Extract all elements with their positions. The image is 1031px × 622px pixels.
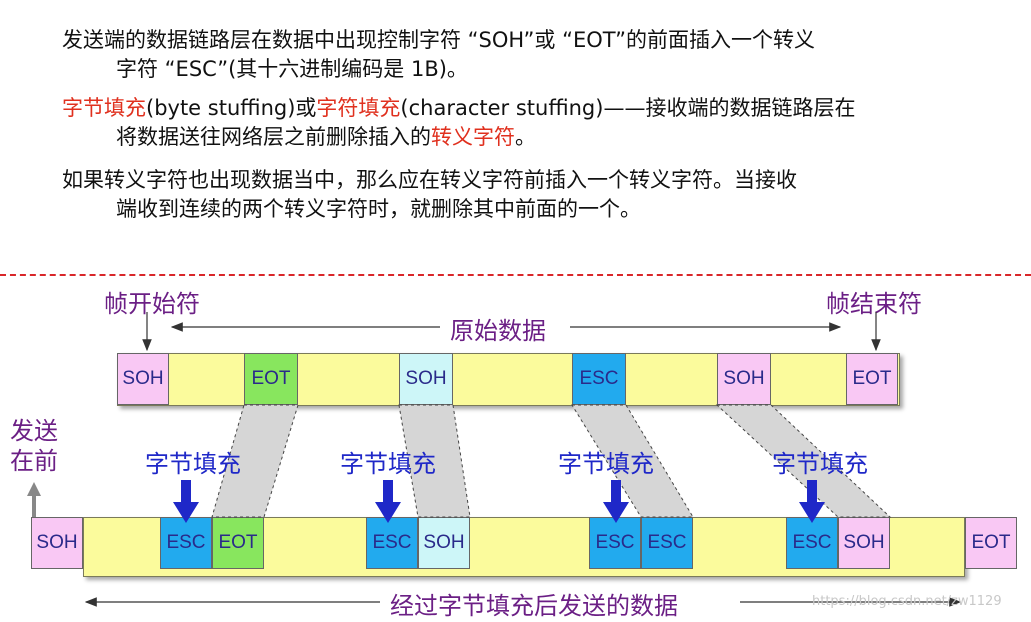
top-cell-eot-end: EOT [846,353,898,405]
arrow-down-icon [375,480,401,523]
up-arrow-icon [27,482,41,496]
connector-soh [398,404,471,518]
arrow-down-icon [173,480,199,523]
bottom-cell-eot-data: EOT [212,517,264,569]
connector-eot [211,404,299,518]
bottom-cell-esc-3: ESC [589,517,641,569]
connector-esc [571,404,694,518]
bottom-cell-soh-data-2: SOH [838,517,890,569]
paragraph-3: 如果转义字符也出现数据当中，那么应在转义字符前插入一个转义字符。当接收 端收到连… [62,166,992,224]
connector-soh-2 [715,404,892,518]
arrow-down-icon [799,480,825,523]
watermark: https://blog.csdn.net/zw1129 [812,594,1002,609]
para2-text-c: 将数据送往网络层之前删除插入的 [116,125,431,149]
bottom-cell-soh-start: SOH [31,517,83,569]
para2-line2: 将数据送往网络层之前删除插入的转义字符。 [62,123,992,152]
original-data-label: 原始数据 [444,311,552,346]
paragraph-2: 字节填充(byte stuffing)或字符填充(character stuff… [62,94,992,152]
stuffing-arrows [173,480,825,523]
para1-line1: 发送端的数据链路层在数据中出现控制字符 “SOH”或 “EOT”的前面插入一个转… [62,28,816,52]
para2-text-d: 。 [515,125,536,149]
para3-line2: 端收到连续的两个转义字符时，就删除其中前面的一个。 [116,197,641,221]
stuffing-label-2: 字节填充 [340,450,436,478]
term-escape-char: 转义字符 [431,125,515,149]
top-cell-eot-data: EOT [244,353,298,405]
para2-text-b: (character stuffing)——接收端的数据链路层在 [400,96,856,120]
para1-line2: 字符 “ESC”(其十六进制编码是 1B)。 [116,57,468,81]
frame-end-label: 帧结束符 [826,290,922,318]
bottom-cell-soh-data: SOH [418,517,470,569]
bottom-cell-eot-end: EOT [965,517,1017,569]
paragraph-1: 发送端的数据链路层在数据中出现控制字符 “SOH”或 “EOT”的前面插入一个转… [62,26,992,84]
stuffing-label-1: 字节填充 [145,450,241,478]
term-byte-stuffing: 字节填充 [62,96,146,120]
bottom-cell-esc-data: ESC [641,517,693,569]
bottom-cell-esc-1: ESC [160,517,212,569]
term-character-stuffing: 字符填充 [316,96,401,120]
para3-line1: 如果转义字符也出现数据当中，那么应在转义字符前插入一个转义字符。当接收 [62,168,797,192]
bottom-cell-esc-2: ESC [366,517,418,569]
stuffed-data-caption: 经过字节填充后发送的数据 [386,586,682,621]
para2-text-a: (byte stuffing)或 [146,96,317,120]
frame-start-label: 帧开始符 [104,290,200,318]
stuffing-label-4: 字节填充 [772,450,868,478]
stuffing-label-3: 字节填充 [558,450,654,478]
para2-line1: 字节填充(byte stuffing)或字符填充(character stuff… [62,94,992,123]
top-cell-soh-start: SOH [117,353,169,405]
arrow-down-icon [603,480,629,523]
section-divider [0,274,1031,276]
top-cell-soh-data-2: SOH [717,353,771,405]
send-first-label: 发送 在前 [10,417,58,475]
